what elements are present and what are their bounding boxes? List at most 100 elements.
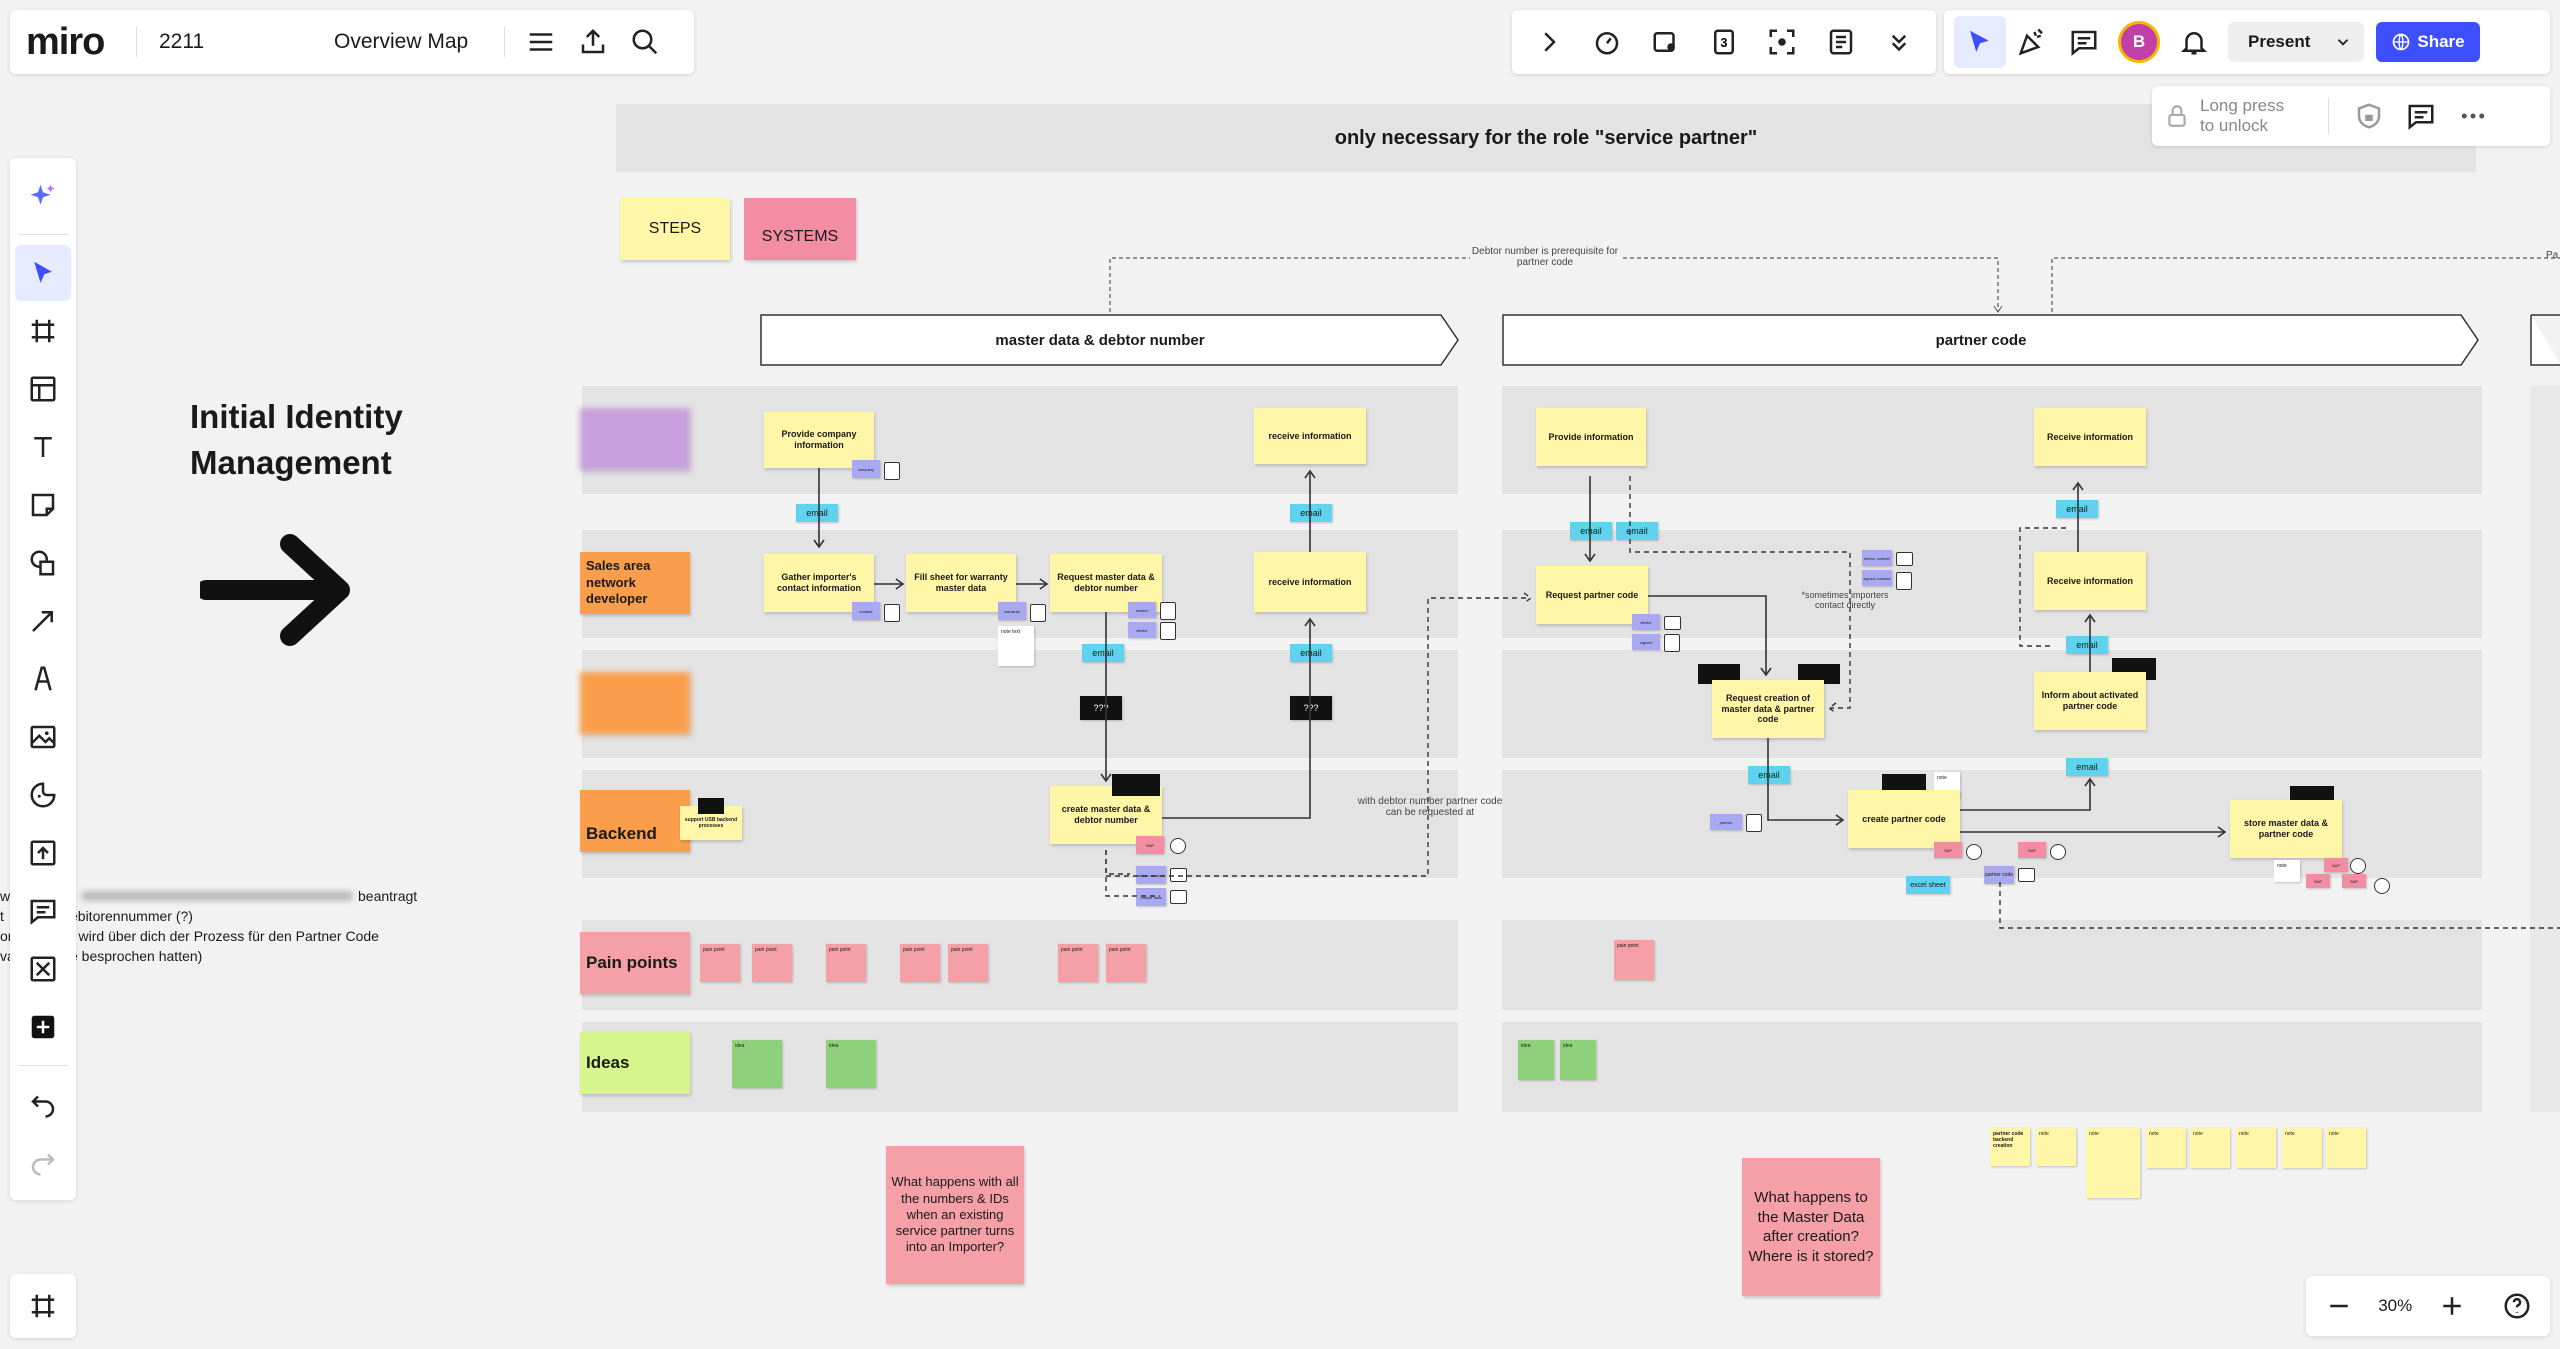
legend-systems[interactable]: SYSTEMS (744, 198, 856, 260)
comment-tool[interactable] (15, 883, 71, 939)
step-receive-info-1[interactable]: receive information (1254, 408, 1366, 464)
system-tag-request-2[interactable]: debtor (1128, 622, 1156, 638)
debtor-tag-right[interactable]: debtor number (1862, 550, 1892, 566)
more-apps-tool[interactable] (15, 999, 71, 1055)
more-options-button[interactable] (2447, 90, 2499, 142)
step-receive-info-4[interactable]: Receive information (2034, 552, 2146, 610)
step-receive-info-3[interactable]: Receive information (2034, 408, 2146, 466)
document-icon[interactable] (1746, 814, 1762, 832)
system-tag-company-info[interactable]: company (852, 460, 880, 478)
pain-point-8[interactable]: pain point (1614, 940, 1654, 980)
search-button[interactable] (619, 16, 671, 68)
phase-arrow-partner-code[interactable] (1502, 314, 2480, 366)
templates-tool[interactable] (15, 361, 71, 417)
document-icon[interactable] (884, 604, 900, 622)
system-logo-e[interactable] (2290, 786, 2334, 808)
email-tag-10[interactable]: email (2066, 758, 2108, 776)
system-logo-c[interactable] (2112, 658, 2156, 680)
idea-3[interactable]: idea (1518, 1040, 1554, 1080)
yellow-note-5[interactable]: note (2190, 1128, 2230, 1168)
database-icon[interactable] (2374, 878, 2390, 894)
lane-sales-1[interactable] (582, 530, 1458, 638)
id-card-icon[interactable] (1170, 868, 1187, 882)
system-tag-backend-4[interactable]: SAP (2324, 858, 2348, 872)
system-tag-contact[interactable]: contact (852, 602, 880, 620)
prerequisite-connector[interactable] (1100, 250, 2560, 320)
system-tag-partner-3[interactable]: partner (1710, 814, 1742, 830)
step-provide-info[interactable]: Provide information (1536, 408, 1646, 466)
system-tag-partner-1[interactable]: debtor (1632, 614, 1660, 630)
section-title[interactable]: Initial Identity Management (190, 394, 403, 486)
backend-support-note[interactable]: support USB backend processes (680, 806, 742, 840)
redo-button[interactable] (15, 1134, 71, 1190)
idea-2[interactable]: idea (826, 1040, 876, 1088)
white-note-2[interactable]: note (1934, 772, 1960, 798)
zoom-in-button[interactable] (2426, 1280, 2478, 1332)
lane-label-importer[interactable] (580, 408, 690, 470)
email-tag-2[interactable]: email (1290, 504, 1332, 522)
document-icon[interactable] (1896, 572, 1912, 590)
cursor-share-button[interactable] (1954, 16, 2006, 68)
system-tag-partner-2[interactable]: signed (1632, 634, 1660, 650)
email-tag-9[interactable]: email (1748, 766, 1790, 784)
document-icon[interactable] (1160, 622, 1176, 640)
system-tag-backend-6[interactable]: SAP (2342, 874, 2366, 888)
upload-file-tool[interactable] (15, 825, 71, 881)
system-tag-backend-1[interactable]: SAP (1136, 836, 1164, 854)
export-button[interactable] (567, 16, 619, 68)
lane-label-pain-points[interactable]: Pain points (580, 932, 690, 994)
zoom-out-button[interactable] (2313, 1280, 2365, 1332)
system-tag-sheet[interactable]: warranty (998, 602, 1026, 620)
lane-pain-1[interactable] (582, 920, 1458, 1010)
id-card-icon[interactable] (2018, 868, 2035, 882)
legend-steps[interactable]: STEPS (620, 198, 730, 260)
white-note[interactable]: note text (998, 626, 1034, 666)
lane-ideas-2[interactable] (1502, 1022, 2482, 1112)
pain-point-2[interactable]: pain point (752, 944, 792, 982)
expand-toolbar-button[interactable] (1523, 16, 1575, 68)
email-tag-8[interactable]: email (2066, 636, 2108, 654)
focus-button[interactable] (1756, 16, 1808, 68)
master-data-tag[interactable]: master data (1136, 888, 1166, 906)
pain-point-4[interactable]: pain point (900, 944, 940, 982)
document-icon[interactable] (884, 462, 900, 480)
yellow-note-8[interactable]: note (2326, 1128, 2366, 1168)
system-tag-backend-2[interactable]: SAP (1934, 842, 1962, 858)
step-create-master-data[interactable]: create master data & debtor number (1050, 786, 1162, 844)
upload-tool[interactable] (15, 709, 71, 765)
partner-code-tag[interactable]: partner code (1984, 866, 2014, 884)
board-name[interactable]: Overview Map (334, 30, 469, 53)
notes-button[interactable] (1815, 16, 1867, 68)
system-tag-backend-5[interactable]: SAP (2306, 874, 2330, 888)
system-tag-request-1[interactable]: master (1128, 602, 1156, 618)
lane-ideas-1[interactable] (582, 1022, 1458, 1112)
pain-point-7[interactable]: pain point (1106, 944, 1146, 982)
system-tag-backend-3[interactable]: SAP (2018, 842, 2046, 858)
lane-system-1[interactable] (582, 650, 1458, 758)
frames-panel-toggle[interactable] (10, 1274, 76, 1338)
miro-logo[interactable]: miro (26, 20, 105, 63)
system-logo-d[interactable] (1882, 774, 1926, 794)
yellow-note-4[interactable]: note (2146, 1128, 2186, 1168)
white-note-3[interactable]: note (2274, 860, 2300, 882)
backend-system-logo-2[interactable] (1112, 774, 1160, 796)
document-icon[interactable] (1160, 602, 1176, 620)
connector-tool[interactable] (15, 593, 71, 649)
share-button[interactable]: Share (2376, 22, 2480, 62)
pain-point-5[interactable]: pain point (948, 944, 988, 982)
lane-label-sales[interactable]: Sales area network developer (580, 552, 690, 614)
database-icon[interactable] (1966, 844, 1982, 860)
big-arrow-icon[interactable] (200, 530, 356, 650)
pain-point-6[interactable]: pain point (1058, 944, 1098, 982)
step-provide-company-info[interactable]: Provide company information (764, 412, 874, 468)
shapes-tool[interactable] (15, 535, 71, 591)
lane-importer-2[interactable] (1502, 386, 2482, 494)
lane-sales-2[interactable] (1502, 530, 2482, 638)
present-button[interactable]: Present (2228, 22, 2364, 62)
document-icon[interactable] (1030, 604, 1046, 622)
debtor-number-tag[interactable]: debtor number (1136, 866, 1166, 884)
database-icon[interactable] (1170, 838, 1186, 854)
zoom-level[interactable]: 30% (2378, 1296, 2413, 1315)
email-tag-3[interactable]: email (1082, 644, 1124, 662)
